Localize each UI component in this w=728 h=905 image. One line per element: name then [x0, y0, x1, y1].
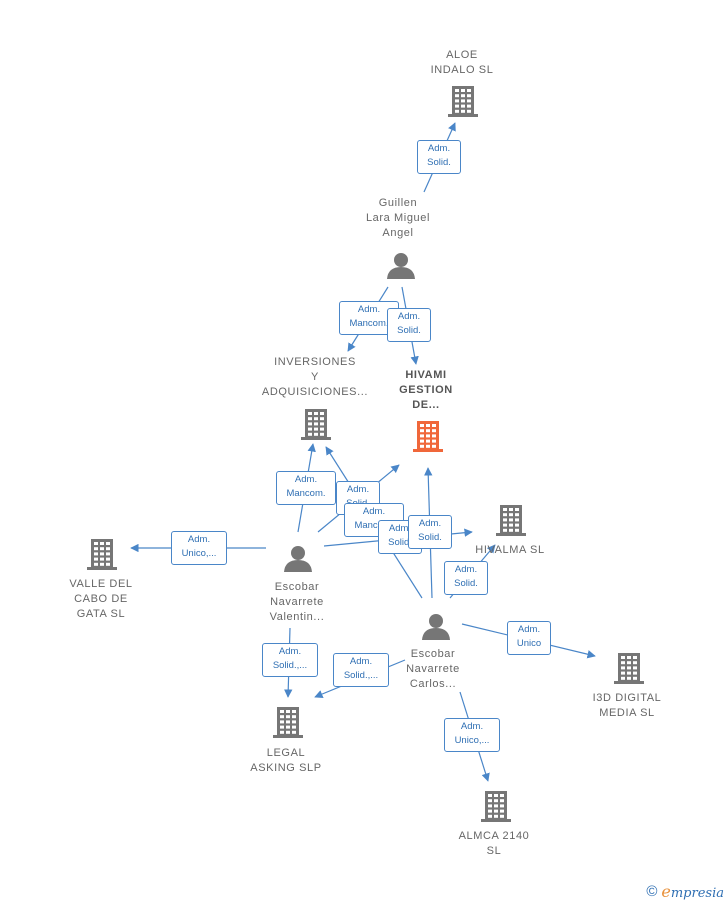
node-label-i3d[interactable]: I3D DIGITAL MEDIA SL	[592, 692, 662, 719]
brand-name: empresia	[661, 882, 724, 901]
node-label-valle[interactable]: VALLE DEL CABO DE GATA SL	[69, 578, 133, 620]
person-icon-valentin[interactable]	[284, 546, 312, 572]
building-icon-hivalma[interactable]	[496, 505, 526, 536]
node-label-guillen[interactable]: Guillen Lara Miguel Angel	[365, 197, 431, 239]
edge-label-carlos-almca[interactable]: Adm. Unico,...	[444, 718, 500, 752]
edge-label-carlos-hivami[interactable]: Adm. Solid.	[408, 515, 452, 549]
edge-label-guillen-aloe[interactable]: Adm. Solid.	[417, 140, 461, 174]
copyright-icon: ©	[646, 883, 658, 900]
edge-label-valentin-inversiones[interactable]: Adm. Mancom.	[276, 471, 336, 505]
building-icon-inversiones[interactable]	[301, 409, 331, 440]
brand-logo: © empresia	[646, 882, 724, 901]
building-icon-legal[interactable]	[273, 707, 303, 738]
person-icon-guillen[interactable]	[387, 253, 415, 279]
building-icon-aloe[interactable]	[448, 86, 478, 117]
building-icon-i3d[interactable]	[614, 653, 644, 684]
edge-label-guillen-hivami[interactable]: Adm. Solid.	[387, 308, 431, 342]
edge-label-carlos-i3d[interactable]: Adm. Unico	[507, 621, 551, 655]
node-label-hivami[interactable]: HIVAMI GESTION DE...	[399, 369, 453, 411]
node-label-almca[interactable]: ALMCA 2140 SL	[458, 830, 530, 857]
node-label-aloe[interactable]: ALOE INDALO SL	[430, 49, 494, 76]
edge-label-valentin-valle[interactable]: Adm. Unico,...	[171, 531, 227, 565]
node-label-inversiones[interactable]: INVERSIONES Y ADQUISICIONES...	[261, 356, 369, 398]
icon-layer	[87, 86, 644, 822]
edge-label-valentin-legal[interactable]: Adm. Solid.,...	[262, 643, 318, 677]
node-label-legal[interactable]: LEGAL ASKING SLP	[250, 747, 322, 774]
node-label-valentin[interactable]: Escobar Navarrete Valentin...	[269, 581, 325, 623]
building-icon-valle[interactable]	[87, 539, 117, 570]
edge-label-carlos-legal[interactable]: Adm. Solid.,...	[333, 653, 389, 687]
edge-label-carlos-hivalma[interactable]: Adm. Solid.	[444, 561, 488, 595]
building-icon-almca[interactable]	[481, 791, 511, 822]
main-company-icon-hivami[interactable]	[413, 421, 443, 452]
person-icon-carlos[interactable]	[422, 614, 450, 640]
node-label-hivalma[interactable]: HIVALMA SL	[475, 544, 545, 556]
node-label-carlos[interactable]: Escobar Navarrete Carlos...	[406, 648, 460, 690]
